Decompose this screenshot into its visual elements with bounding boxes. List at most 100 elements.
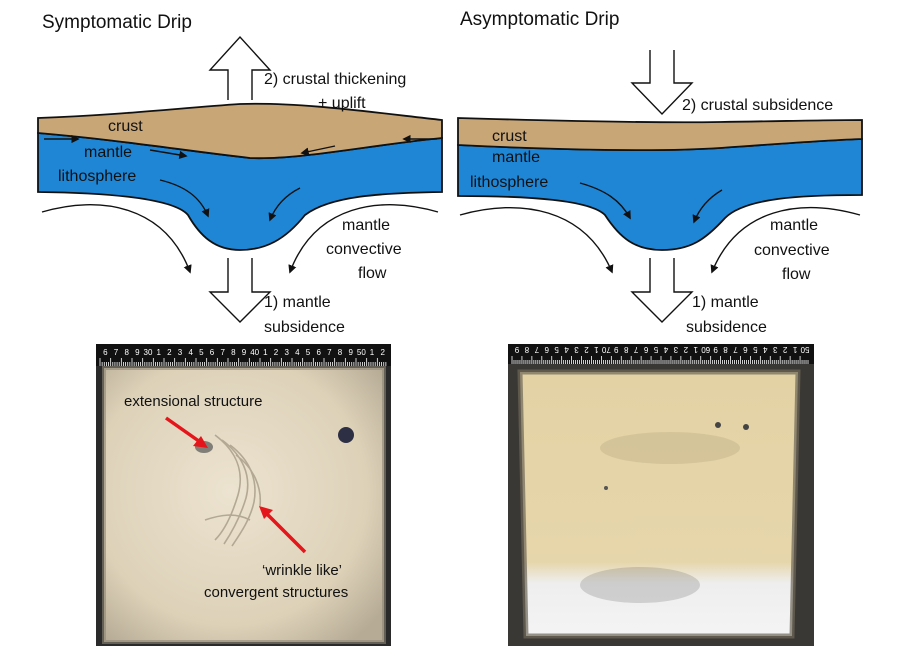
left-subsidence-arrow [208,258,272,323]
ruler-number: 7 [633,345,638,354]
ruler-number: 8 [524,345,529,354]
left-crust [37,102,443,160]
right-mantle-subsidence-label-1: 1) mantle [692,294,759,311]
ruler-number: 5 [753,345,758,354]
ruler-number: 40 [250,348,259,357]
ruler-number: 7 [114,348,119,357]
ruler-number: 1 [156,348,161,357]
left-wrinkles [204,434,262,547]
ruler-number: 7 [327,348,332,357]
left-convective-arrow-right [288,204,439,274]
ruler-number: 3 [772,345,777,354]
left-drip-arrow-left [159,179,210,218]
wrinkle-red-arrow [264,511,307,554]
ruler-number: 9 [242,348,247,357]
right-title: Asymptomatic Drip [460,9,619,30]
ruler-number: 3 [284,348,289,357]
right-dark-spot-2 [743,424,749,430]
ruler-number: 5 [199,348,204,357]
ruler-number: 9 [514,345,519,354]
left-mantle-subsidence-label-2: subsidence [264,319,345,336]
right-flow-label-3: flow [782,266,811,283]
ruler-number: 1 [792,345,797,354]
ruler-number: 9 [713,345,718,354]
ruler-number: 2 [683,345,688,354]
right-convective-arrow-left [459,206,614,274]
ruler-number: 1 [263,348,268,357]
ruler-number: 6 [103,348,108,357]
left-uplift-arrow [208,35,272,100]
ruler-number: 8 [623,345,628,354]
ruler-number: 2 [782,345,787,354]
ruler-number: 8 [124,348,129,357]
ruler-number: 4 [564,345,569,354]
ruler-number: 5 [554,345,559,354]
right-mantle-subsidence-label-2: subsidence [686,319,767,336]
left-drip-arrow-right [268,187,301,222]
ruler-number: 50 [800,345,809,354]
ruler-number: 7 [220,348,225,357]
right-crustal-subsidence-arrow [630,50,694,116]
ruler-number: 8 [723,345,728,354]
right-sand-surface [520,372,798,636]
right-drip-arrow-left [579,182,631,220]
right-dark-spot-3 [604,486,608,490]
right-crust [457,117,863,152]
right-ruler [508,344,814,364]
right-speckle-top [600,432,740,464]
wrinkle-label-1: ‘wrinkle like’ [262,562,342,579]
ruler-number: 3 [574,345,579,354]
ruler-number: 6 [210,348,215,357]
ruler-number: 4 [763,345,768,354]
ruler-number: 2 [584,345,589,354]
extensional-structure-label: extensional structure [124,393,262,410]
ruler-number: 9 [348,348,353,357]
ruler-number: 8 [231,348,236,357]
ruler-number: 6 [643,345,648,354]
left-flow-arrow-center-left [149,149,188,160]
left-mantle-label: mantle [84,144,132,161]
ruler-number: 50 [357,348,366,357]
right-drip-arrow-right [692,189,723,224]
left-ruler [96,344,391,366]
ruler-number: 2 [167,348,172,357]
ruler-number: 8 [338,348,343,357]
ruler-number: 2 [380,348,385,357]
right-panel: Asymptomatic Drip crust mantle lithosphe… [457,9,863,336]
right-crustal-subsidence-label: 2) crustal subsidence [682,97,833,114]
left-panel: Symptomatic Drip crust mantle lithospher… [37,12,443,336]
ruler-number: 70 [601,345,610,354]
left-lithosphere-label: lithosphere [58,168,136,185]
right-flow-label-2: convective [754,242,830,259]
left-flow-label-1: mantle [342,217,390,234]
left-blue-spot [338,427,354,443]
ruler-number: 3 [673,345,678,354]
extensional-red-arrow [164,416,205,446]
left-title: Symptomatic Drip [42,12,192,33]
ruler-number: 1 [594,345,599,354]
ruler-number: 3 [178,348,183,357]
right-lithosphere-label: lithosphere [470,174,548,191]
ruler-number: 4 [295,348,300,357]
ruler-number: 6 [743,345,748,354]
ruler-number: 9 [135,348,140,357]
right-mantle-subsidence-arrow [630,258,694,323]
right-convective-arrow-right [710,206,861,274]
left-convective-arrow-left [41,204,192,274]
ruler-number: 5 [653,345,658,354]
left-uplift-label: + uplift [318,95,366,112]
right-mantle-label: mantle [492,149,540,166]
left-mantle-subsidence-label-1: 1) mantle [264,294,331,311]
ruler-number: 7 [534,345,539,354]
ruler-number: 2 [274,348,279,357]
left-thickening-label: 2) crustal thickening [264,71,406,88]
right-flow-label-1: mantle [770,217,818,234]
left-flow-arrow-center-right [300,145,336,156]
right-crust-label: crust [492,128,527,145]
left-flow-label-3: flow [358,265,387,282]
ruler-number: 7 [733,345,738,354]
ruler-number: 60 [701,345,710,354]
